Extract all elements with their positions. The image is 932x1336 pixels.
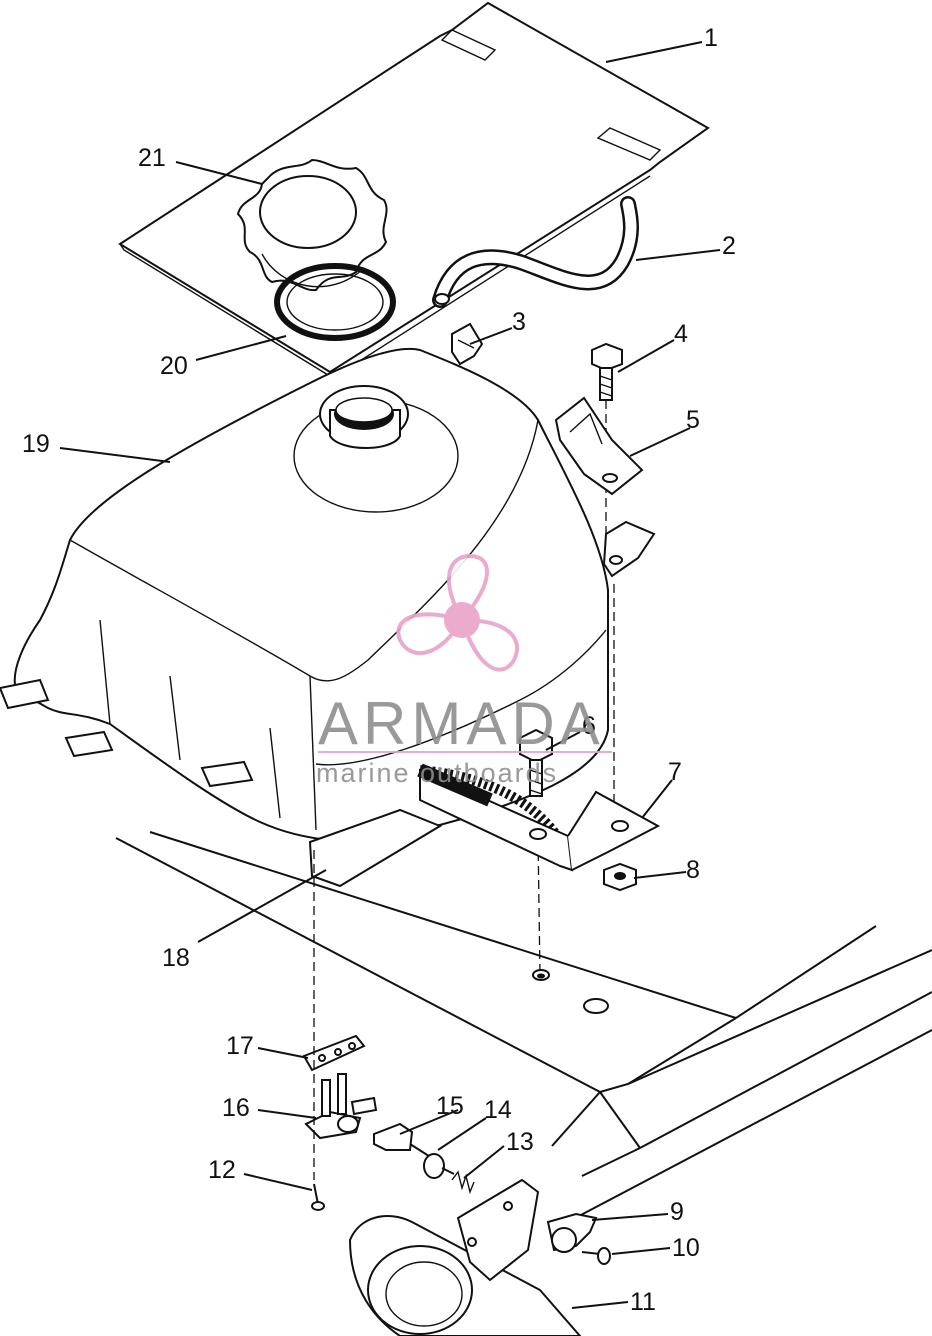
callout-15: 15 <box>436 1092 464 1120</box>
part-fuel-cap <box>236 158 388 292</box>
part-fuel-tank <box>0 347 609 843</box>
callouts: 1 2 3 4 5 6 7 8 9 10 11 12 13 14 15 16 1… <box>22 24 736 1316</box>
callout-2: 2 <box>722 232 736 260</box>
callout-18: 18 <box>162 944 190 972</box>
leader-lines <box>59 41 721 1309</box>
frame <box>115 831 932 1227</box>
callout-4: 4 <box>674 320 688 348</box>
callout-6: 6 <box>582 712 596 740</box>
callout-12: 12 <box>208 1156 236 1184</box>
part-valve-knob <box>423 1153 455 1179</box>
propeller-icon <box>396 553 520 672</box>
watermark-brand: ARMADA <box>318 690 605 757</box>
part-bracket-upper <box>554 396 644 496</box>
callout-5: 5 <box>686 406 700 434</box>
part-vent-hose <box>432 196 639 308</box>
part-clamp <box>546 1212 598 1253</box>
part-valve-plate <box>302 1034 366 1072</box>
callout-13: 13 <box>506 1128 534 1156</box>
callout-7: 7 <box>668 758 682 786</box>
part-spring <box>451 1170 475 1195</box>
part-bolt-lower <box>519 728 553 976</box>
callout-20: 20 <box>160 352 188 380</box>
part-nut <box>603 862 637 892</box>
watermark-tagline: marine outboards <box>316 758 558 788</box>
part-frame-tube <box>348 1178 582 1336</box>
part-screw <box>581 1247 611 1265</box>
part-gasket <box>274 263 396 341</box>
part-tank-side-bracket <box>602 520 656 826</box>
callout-14: 14 <box>484 1096 512 1124</box>
callout-8: 8 <box>686 856 700 884</box>
callout-1: 1 <box>704 24 718 52</box>
watermark: ARMADA marine outboards <box>316 553 612 788</box>
part-fuel-valve <box>304 850 378 1180</box>
part-small-screw <box>311 1183 325 1211</box>
callout-10: 10 <box>672 1234 700 1262</box>
callout-17: 17 <box>226 1032 254 1060</box>
part-cover-sheet <box>118 1 710 379</box>
callout-11: 11 <box>630 1288 656 1316</box>
part-pad <box>308 808 443 888</box>
callout-9: 9 <box>670 1198 684 1226</box>
part-strap-bracket <box>417 763 661 872</box>
callout-3: 3 <box>512 308 526 336</box>
callout-16: 16 <box>222 1094 250 1122</box>
part-valve-lever <box>373 1122 433 1159</box>
callout-19: 19 <box>22 430 50 458</box>
callout-21: 21 <box>138 144 166 172</box>
